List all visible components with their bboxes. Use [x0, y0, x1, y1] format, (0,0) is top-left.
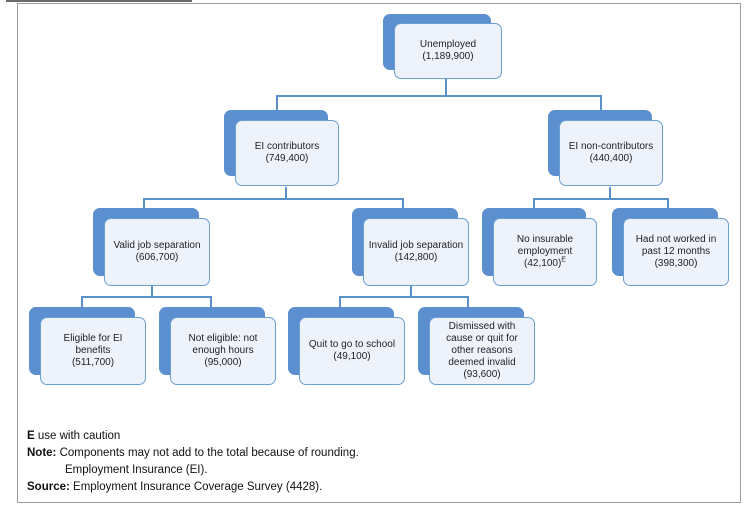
node-not-eligible: Not eligible: not enough hours (95,000) — [170, 317, 276, 385]
node-invalid-job-separation: Invalid job separation (142,800) — [363, 218, 469, 286]
node-label: Eligible for EI benefits — [63, 333, 123, 356]
connector — [533, 198, 669, 200]
node-value: (49,100) — [333, 351, 371, 362]
node-label: No insurable employment — [516, 234, 574, 257]
connector — [609, 187, 611, 199]
node-label: Dismissed with cause or quit for other r… — [446, 321, 518, 368]
node-value-line: (42,100)E — [498, 256, 592, 270]
node-label: Quit to go to school — [308, 339, 396, 350]
top-rule — [6, 0, 192, 2]
rounding-note: Note: Components may not add to the tota… — [27, 445, 359, 462]
node-quit-to-school: Quit to go to school (49,100) — [299, 317, 405, 385]
connector — [285, 187, 287, 199]
node-unemployed: Unemployed (1,189,900) — [394, 23, 502, 79]
source-label: Source: — [27, 481, 70, 493]
caution-text: use with caution — [34, 430, 121, 442]
node-value: (42,100) — [524, 258, 562, 269]
source-note: Source: Employment Insurance Coverage Su… — [27, 479, 359, 496]
node-label: Had not worked in past 12 months — [635, 234, 717, 257]
node-value: (749,400) — [265, 153, 309, 164]
node-label: Unemployed — [419, 39, 477, 50]
node-value: (606,700) — [135, 252, 179, 263]
node-no-insurable-employment: No insurable employment (42,100)E — [493, 218, 597, 286]
node-valid-job-separation: Valid job separation (606,700) — [104, 218, 210, 286]
node-ei-non-contributors: EI non-contributors (440,400) — [559, 120, 663, 186]
note-text: Components may not add to the total beca… — [56, 447, 359, 459]
connector — [410, 286, 412, 297]
node-label: Not eligible: not enough hours — [188, 333, 258, 356]
connector — [151, 286, 153, 297]
footnotes: E use with caution Note: Components may … — [27, 428, 359, 496]
caution-note: E use with caution — [27, 428, 359, 445]
node-label: EI non-contributors — [568, 141, 654, 152]
source-text: Employment Insurance Coverage Survey (44… — [69, 481, 323, 493]
connector — [81, 296, 212, 298]
node-dismissed: Dismissed with cause or quit for other r… — [429, 317, 535, 385]
connector — [600, 95, 602, 111]
connector — [667, 198, 669, 210]
connector — [339, 296, 469, 298]
caution-flag-label: E — [27, 430, 35, 442]
connector — [210, 296, 212, 307]
connector — [276, 95, 602, 97]
connector — [467, 296, 469, 307]
connector — [81, 296, 83, 307]
node-had-not-worked: Had not worked in past 12 months (398,30… — [623, 218, 729, 286]
node-label: Valid job separation — [113, 240, 201, 251]
node-value: (142,800) — [394, 252, 438, 263]
node-value: (398,300) — [654, 258, 698, 269]
node-value: (95,000) — [204, 357, 242, 368]
node-value: (440,400) — [589, 153, 633, 164]
connector — [533, 198, 535, 210]
node-value: (1,189,900) — [422, 51, 474, 62]
caution-flag: E — [561, 256, 566, 264]
node-label: EI contributors — [254, 141, 320, 152]
connector — [143, 198, 145, 210]
node-value: (93,600) — [463, 369, 501, 380]
node-label: Invalid job separation — [368, 240, 464, 251]
connector — [276, 95, 278, 111]
node-eligible-for-ei: Eligible for EI benefits (511,700) — [40, 317, 146, 385]
node-ei-contributors: EI contributors (749,400) — [235, 120, 339, 186]
note-label: Note: — [27, 447, 57, 459]
connector — [445, 67, 447, 95]
node-value: (511,700) — [71, 357, 115, 368]
connector — [402, 198, 404, 210]
note-continuation: Employment Insurance (EI). — [65, 464, 208, 476]
connector — [143, 198, 404, 200]
connector — [339, 296, 341, 307]
